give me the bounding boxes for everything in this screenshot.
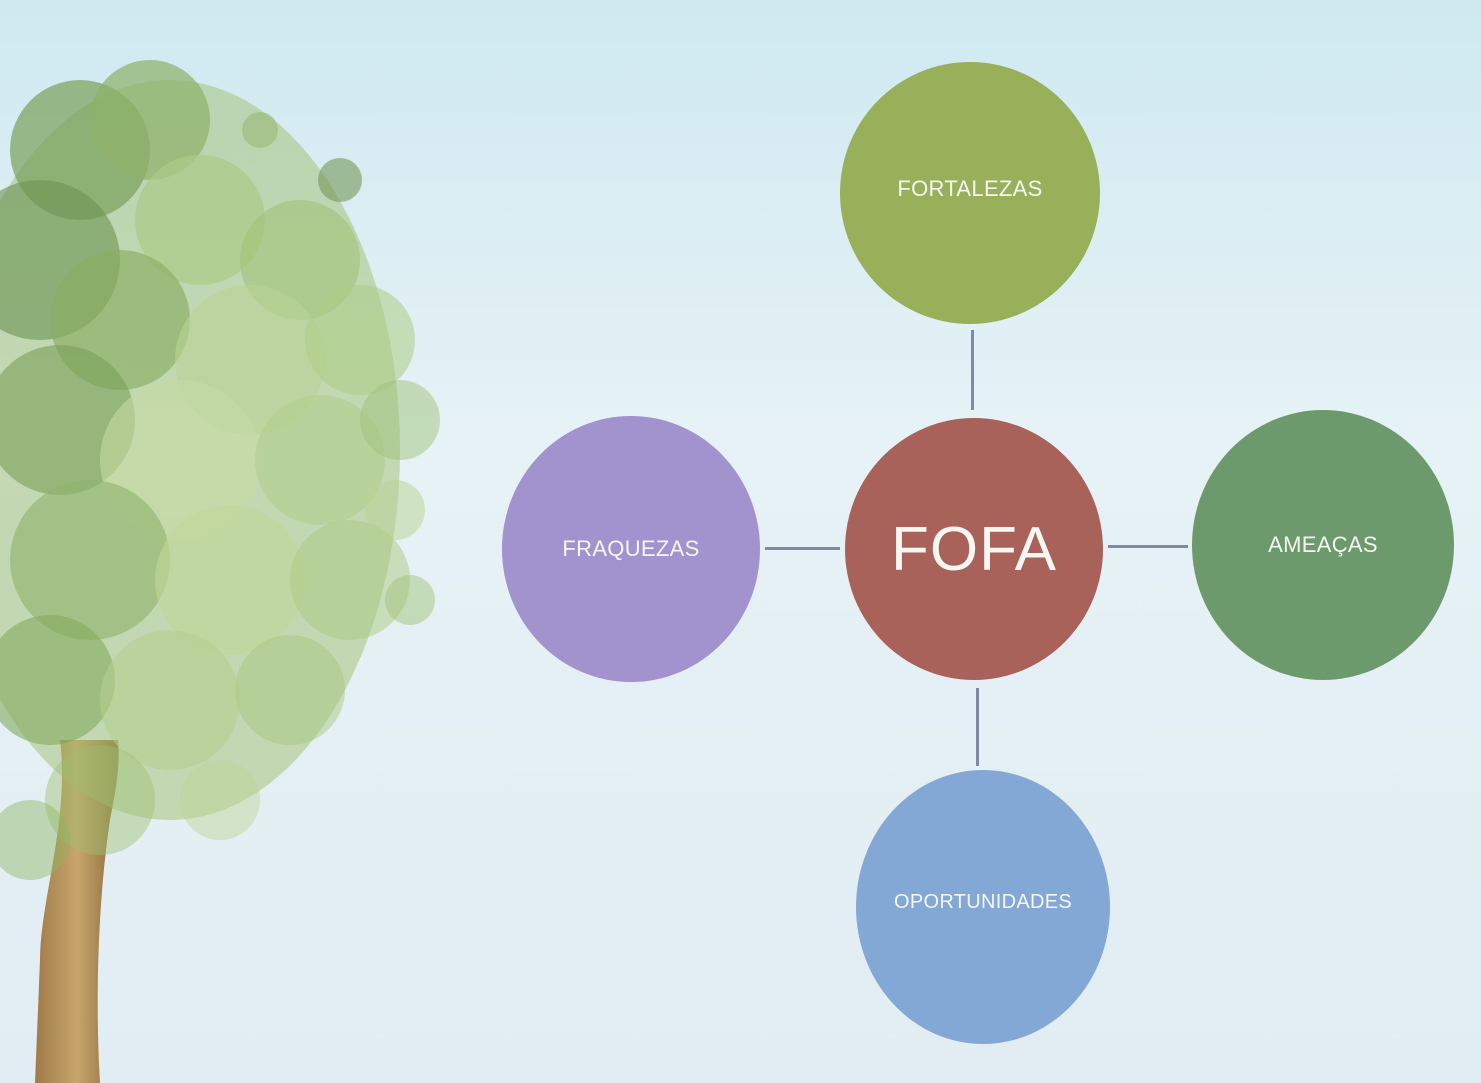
connector-bottom xyxy=(976,688,979,766)
node-fraquezas-label: FRAQUEZAS xyxy=(562,536,700,561)
connector-top xyxy=(971,330,974,410)
node-oportunidades: OPORTUNIDADES xyxy=(856,770,1110,1044)
tree-illustration xyxy=(0,60,440,1083)
node-fofa-label: FOFA xyxy=(891,514,1057,584)
node-fortalezas: FORTALEZAS xyxy=(840,62,1100,324)
node-oportunidades-label: OPORTUNIDADES xyxy=(893,890,1072,913)
node-fraquezas: FRAQUEZAS xyxy=(502,416,760,682)
node-ameacas: AMEAÇAS xyxy=(1192,410,1454,680)
node-ameacas-label: AMEAÇAS xyxy=(1268,532,1378,557)
tree-foliage xyxy=(0,60,440,880)
node-fofa-center: FOFA xyxy=(845,418,1103,680)
tree-trunk xyxy=(35,740,119,1083)
connector-right xyxy=(1108,545,1188,548)
node-fortalezas-label: FORTALEZAS xyxy=(897,176,1043,201)
connector-left xyxy=(765,547,840,550)
